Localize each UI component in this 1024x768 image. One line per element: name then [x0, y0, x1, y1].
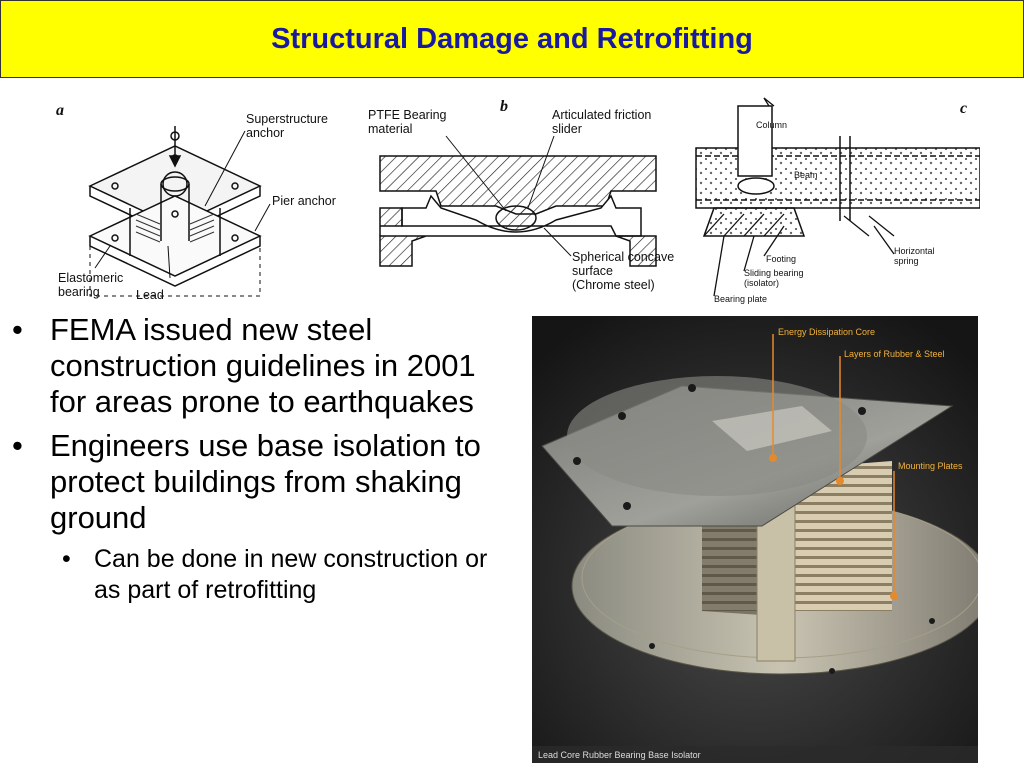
diagram-b-letter: b: [500, 98, 508, 115]
label-bearing-plate: Bearing plate: [714, 294, 768, 304]
label-rubber-steel: Layers of Rubber & Steel: [844, 349, 945, 359]
label-horizontal-spring: Horizontal spring: [894, 246, 935, 266]
diagram-c-drawing: [695, 97, 980, 297]
diagram-b-drawing: [379, 135, 657, 267]
diagram-a-letter: a: [56, 102, 64, 119]
label-ptfe: PTFE Bearing material: [368, 108, 447, 136]
label-spherical-surface: Spherical concave surface (Chrome steel): [572, 250, 675, 292]
label-sliding-bearing: Sliding bearing (isolator): [744, 268, 804, 288]
label-energy-core: Energy Dissipation Core: [778, 327, 876, 337]
diagram-b: b PTFE Bearing material Articulated fric…: [366, 96, 686, 306]
label-friction-slider: Articulated friction slider: [552, 108, 652, 136]
bullet-fema: FEMA issued new steel construction guide…: [12, 312, 512, 420]
title-bar: Structural Damage and Retrofitting: [0, 0, 1024, 78]
isolator-photo-drawing: [532, 316, 978, 763]
bullet-base-isolation: Engineers use base isolation to protect …: [12, 428, 512, 536]
label-superstructure-anchor: Superstructure anchor: [246, 112, 328, 140]
label-elastomeric-bearing: Elastomeric bearing: [58, 271, 124, 299]
sub-bullet-retrofitting: Can be done in new construction or as pa…: [12, 544, 512, 606]
diagram-c-letter: c: [960, 100, 968, 117]
diagram-a: a Superstructure anchor Pier anchor Elas…: [50, 96, 360, 306]
isolator-photo: Energy Dissipation Core Layers of Rubber…: [532, 316, 978, 763]
label-footing: Footing: [766, 254, 797, 264]
diagram-a-drawing: [88, 126, 271, 297]
label-pier-anchor: Pier anchor: [272, 194, 336, 208]
label-lead: Lead: [136, 288, 164, 302]
photo-caption: Lead Core Rubber Bearing Base Isolator: [538, 750, 701, 760]
label-mounting-plates: Mounting Plates: [898, 461, 963, 471]
bullet-list: FEMA issued new steel construction guide…: [12, 312, 512, 606]
label-beam: Beam: [794, 170, 818, 180]
slide-title: Structural Damage and Retrofitting: [271, 22, 753, 55]
diagram-c: c Column Beam Footing Sliding bearing (i…: [694, 96, 980, 308]
label-column: Column: [756, 120, 788, 130]
